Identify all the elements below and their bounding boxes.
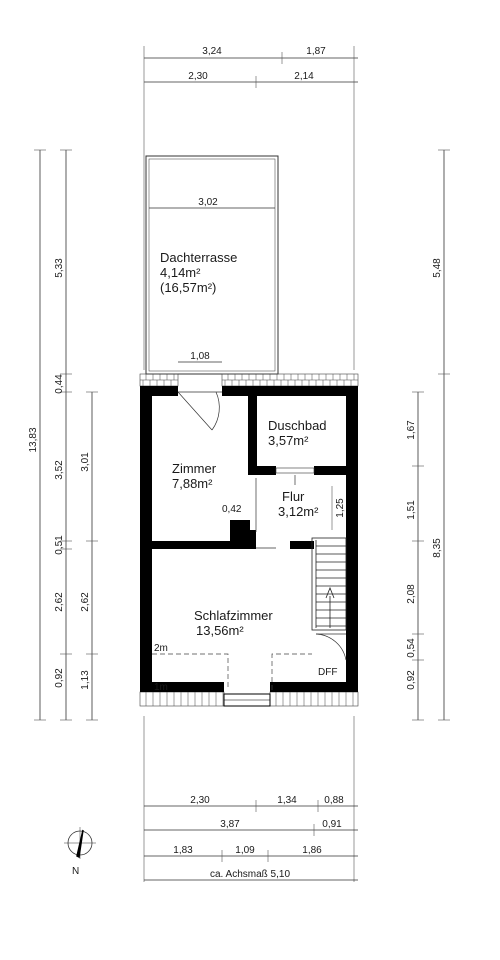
bottom-dimension-chains: 2,30 1,34 0,88 3,87 0,91 1,83 1,09 1,86 … [143, 716, 358, 882]
dim-axis-total: ca. Achsmaß 5,10 [210, 869, 290, 880]
label-height-1m: 1m [154, 682, 168, 693]
dim-bottom-183: 1,83 [173, 845, 193, 856]
dim-top-187: 1,87 [306, 46, 326, 57]
room-name-schlafzimmer: Schlafzimmer [194, 608, 273, 623]
dim-top-230: 2,30 [188, 71, 208, 82]
room-area-alt-dachterrasse: (16,57m²) [160, 280, 216, 295]
dim-left-301: 3,01 [80, 452, 91, 472]
room-name-duschbad: Duschbad [268, 418, 327, 433]
room-name-zimmer: Zimmer [172, 461, 217, 476]
room-labels: Zimmer 7,88m² Duschbad 3,57m² Flur 3,12m… [154, 418, 346, 693]
roof-height-lines [152, 653, 312, 690]
dim-right-151: 1,51 [406, 500, 417, 520]
dim-bottom-230: 2,30 [190, 795, 210, 806]
north-arrow-icon: N [64, 827, 96, 877]
left-dimension-chains: 13,83 5,33 0,44 3,52 0,51 2,62 0,92 3,01… [28, 149, 98, 721]
roof-tiles-top [142, 374, 355, 386]
dim-right-208: 2,08 [406, 584, 417, 604]
terrace-area: 3,02 1,08 Dachterrasse 4,14m² (16,57m²) [145, 155, 279, 375]
dim-bottom-109: 1,09 [235, 845, 255, 856]
dim-top-324: 3,24 [202, 46, 222, 57]
dim-right-835: 8,35 [432, 538, 443, 558]
dim-bottom-091: 0,91 [322, 819, 342, 830]
room-area-dachterrasse: 4,14m² [160, 265, 201, 280]
dim-right-054: 0,54 [406, 638, 417, 658]
window-bottom [223, 693, 271, 707]
room-area-duschbad: 3,57m² [268, 433, 309, 448]
doors [177, 391, 347, 661]
dim-right-167: 1,67 [406, 420, 417, 440]
room-name-dachterrasse: Dachterrasse [160, 250, 237, 265]
dim-wall-042: 0,42 [222, 504, 242, 515]
dim-bottom-186: 1,86 [302, 845, 322, 856]
staircase [311, 537, 347, 631]
roof-tiles-bottom [145, 692, 354, 706]
room-area-zimmer: 7,88m² [172, 476, 213, 491]
dim-bottom-134: 1,34 [277, 795, 297, 806]
dim-right-548: 5,48 [432, 258, 443, 278]
dim-left-092: 0,92 [54, 668, 65, 688]
dim-left-352: 3,52 [54, 460, 65, 480]
room-name-flur: Flur [282, 489, 305, 504]
room-area-schlafzimmer: 13,56m² [196, 623, 244, 638]
dim-left-113: 1,13 [80, 670, 91, 690]
room-area-flur: 3,12m² [278, 504, 319, 519]
dim-left-051: 0,51 [54, 535, 65, 555]
dim-left-1383: 13,83 [28, 427, 39, 452]
north-label: N [72, 866, 79, 877]
dim-top-214: 2,14 [294, 71, 314, 82]
dim-left-262b: 2,62 [80, 592, 91, 612]
dim-bottom-387: 3,87 [220, 819, 240, 830]
dim-left-044: 0,44 [54, 374, 65, 394]
dim-left-533: 5,33 [54, 258, 65, 278]
label-dff: DFF [318, 667, 337, 678]
dim-bottom-088: 0,88 [324, 795, 344, 806]
dim-terrace-door-108: 1,08 [190, 351, 210, 362]
label-height-2m: 2m [154, 643, 168, 654]
dim-flur-125: 1,25 [335, 498, 346, 518]
dim-left-262a: 2,62 [54, 592, 65, 612]
dim-right-092: 0,92 [406, 670, 417, 690]
top-dimension-chains: 3,24 1,87 2,30 2,14 [143, 46, 358, 370]
walls [140, 386, 358, 692]
right-dimension-chains: 5,48 8,35 1,67 1,51 2,08 0,54 0,92 [406, 149, 450, 721]
dim-terrace-302: 3,02 [198, 197, 218, 208]
